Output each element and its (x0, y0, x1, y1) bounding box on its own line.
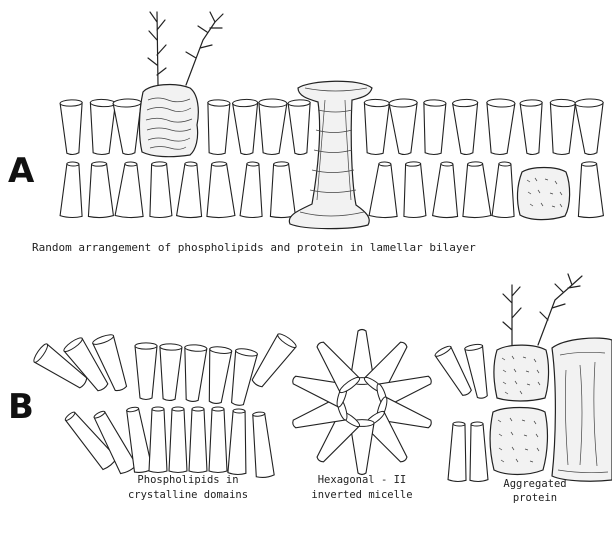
phospholipid (60, 162, 84, 218)
phospholipid (149, 407, 167, 473)
phospholipid (205, 161, 235, 218)
label-micelle-line1: Hexagonal - II (318, 474, 407, 486)
label-crystalline: Phospholipids in crystalline domains (128, 474, 248, 501)
hexagonal-ii-inverted-micelle (289, 330, 434, 475)
panel-a: A Random arrangement of phospholipids an… (8, 12, 605, 254)
phospholipid (389, 99, 419, 155)
phospholipid (257, 99, 287, 155)
phospholipid (60, 99, 84, 154)
phospholipid (468, 422, 488, 482)
panel-b-letter: B (8, 387, 34, 427)
phospholipid (240, 162, 264, 218)
phospholipid (369, 162, 399, 218)
phospholipid (520, 99, 544, 154)
crystalline-domain-lower (62, 406, 274, 478)
phospholipid (461, 161, 491, 218)
phospholipid (177, 162, 204, 218)
phospholipid (181, 344, 207, 402)
phospholipid (448, 422, 468, 482)
phospholipid (209, 407, 227, 473)
panel-b: B Phospholipids in crystalline domains H… (8, 274, 612, 504)
phospholipid (492, 162, 516, 218)
crystalline-domain-upper (32, 332, 298, 407)
phospholipid (549, 99, 576, 155)
aggregated-protein (490, 274, 612, 481)
label-crystalline-line1: Phospholipids in (137, 474, 238, 486)
phospholipid (158, 343, 182, 400)
phospholipid (148, 161, 172, 217)
phospholipid (169, 407, 187, 473)
panel-b-right-lipids (434, 343, 492, 482)
label-aggregated-line2: protein (513, 492, 557, 504)
phospholipid (269, 161, 296, 217)
phospholipid (89, 99, 116, 155)
phospholipid (575, 99, 605, 155)
phospholipid (233, 99, 260, 155)
phospholipid (206, 99, 230, 154)
phospholipid (402, 161, 426, 217)
label-micelle: Hexagonal - II inverted micelle (311, 474, 412, 501)
phospholipid (189, 407, 207, 473)
phospholipid (250, 411, 275, 478)
phospholipid (113, 99, 143, 155)
phospholipid (288, 99, 312, 154)
phospholipid (422, 99, 446, 154)
panel-a-letter: A (8, 151, 35, 191)
label-micelle-line2: inverted micelle (311, 489, 412, 501)
phospholipid (135, 343, 157, 400)
panel-a-caption: Random arrangement of phospholipids and … (32, 241, 476, 254)
phospholipid (453, 99, 480, 155)
phospholipid (433, 162, 460, 218)
phospholipid (87, 161, 114, 217)
phospholipid (485, 99, 515, 155)
label-aggregated: Aggregated protein (503, 478, 566, 504)
phospholipid (115, 162, 145, 218)
label-aggregated-line1: Aggregated (503, 478, 566, 490)
label-crystalline-line2: crystalline domains (128, 489, 248, 501)
phospholipid (228, 409, 248, 475)
panel-a-embedded-protein (518, 168, 570, 220)
phospholipid (204, 346, 232, 405)
phospholipid (363, 99, 390, 155)
phospholipid (577, 161, 604, 217)
